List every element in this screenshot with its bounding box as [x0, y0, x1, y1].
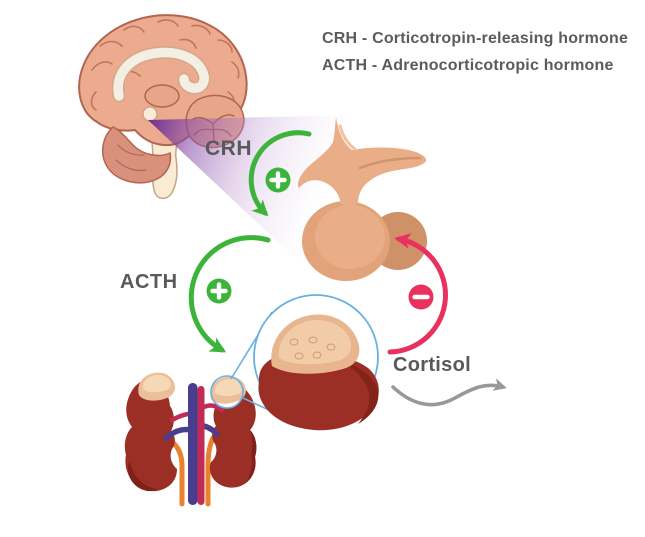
aorta [197, 386, 205, 505]
left-kidney [124, 379, 177, 492]
crh-stimulation-arrow [248, 130, 312, 217]
hypothalamus-wing [298, 117, 427, 207]
vena-cava [188, 383, 198, 505]
thalamus [144, 84, 180, 108]
cortisol-label: Cortisol [393, 354, 471, 376]
adrenal-gland-magnifier [230, 294, 379, 431]
right-ureter [205, 435, 216, 507]
magnified-kidney [258, 352, 379, 431]
left-adrenal-highlight [142, 374, 171, 393]
magnified-kidney-shade [340, 360, 379, 424]
crh-label: CRH [205, 137, 252, 160]
right-kidney-shade [246, 430, 257, 483]
pituitary-anterior-highlight [315, 205, 385, 269]
temporal-lines [115, 144, 147, 172]
kidneys-illustration [124, 372, 257, 507]
plus-icon [265, 167, 291, 193]
negative-feedback-arrow [387, 233, 448, 355]
plus-icon [206, 278, 232, 304]
wing-crease [358, 156, 422, 170]
cortisol-release-arrow [391, 378, 507, 407]
acth-stimulation-arrow [188, 235, 271, 353]
wing-highlight [338, 124, 357, 151]
hypothalamus [142, 106, 158, 122]
adrenal-dimples [289, 336, 336, 360]
acth-label: ACTH [120, 271, 178, 293]
corpus-callosum [113, 47, 209, 101]
legend-acth-definition: ACTH - Adrenocorticotropic hormone [322, 57, 614, 74]
left-kidney-shade [127, 460, 158, 492]
pituitary-illustration [298, 117, 427, 281]
magnifier-source-circle [210, 375, 244, 409]
legend-crh-definition: CRH - Corticotropin-releasing hormone [322, 30, 629, 47]
right-adrenal-highlight [214, 378, 243, 397]
minus-icon [408, 284, 434, 310]
